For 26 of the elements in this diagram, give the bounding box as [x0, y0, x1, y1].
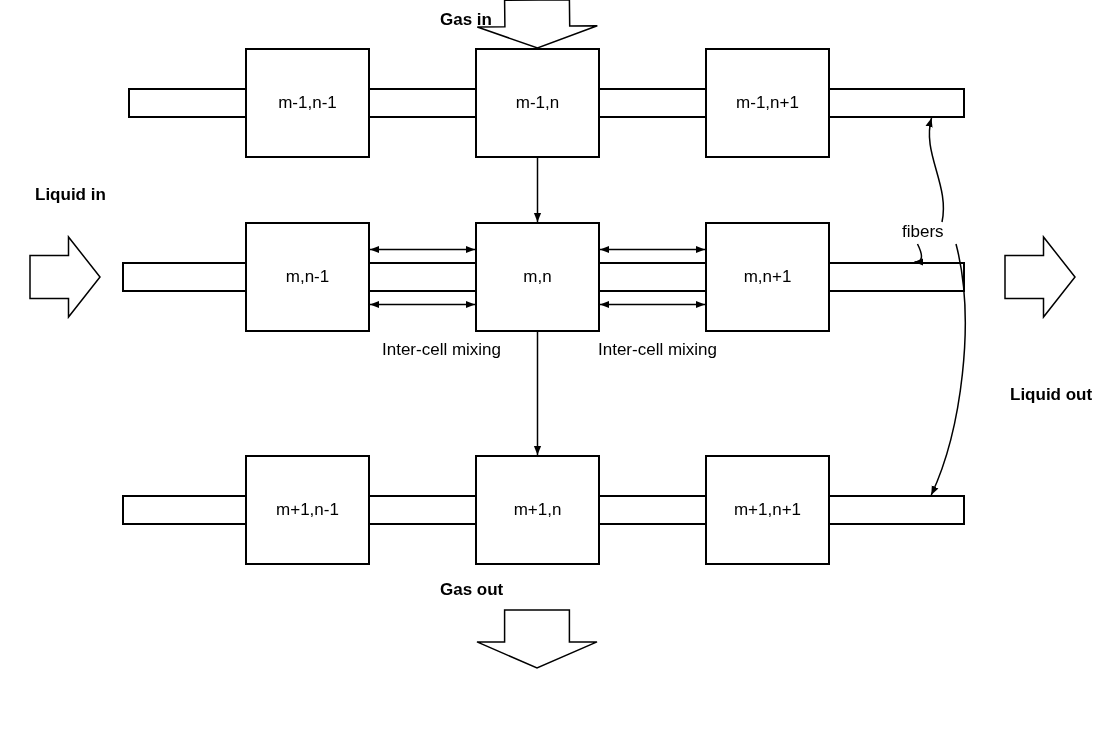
arrow [599, 245, 706, 254]
leader-line [926, 117, 945, 223]
flow-label: Gas out [440, 580, 504, 600]
mixing-label: Inter-cell mixing [382, 340, 502, 360]
cell-box: m,n-1 [245, 222, 370, 332]
cell-box: m-1,n [475, 48, 600, 158]
arrow [369, 245, 476, 254]
leader-line [913, 243, 924, 266]
arrow [369, 300, 476, 309]
flow-arrow [476, 0, 599, 49]
arrow [533, 157, 542, 223]
arrow [599, 300, 706, 309]
cell-box: m+1,n [475, 455, 600, 565]
cell-box: m,n [475, 222, 600, 332]
leader-line [930, 243, 966, 496]
cell-box: m+1,n-1 [245, 455, 370, 565]
cell-box: m-1,n-1 [245, 48, 370, 158]
arrow [533, 331, 542, 456]
cell-box: m-1,n+1 [705, 48, 830, 158]
mixing-label: Inter-cell mixing [598, 340, 718, 360]
callout-text: fibers [900, 222, 970, 244]
cell-box: m,n+1 [705, 222, 830, 332]
flow-label: Gas in [440, 10, 492, 30]
cell-box: m+1,n+1 [705, 455, 830, 565]
flow-label: Liquid in [35, 185, 106, 205]
flow-label: Liquid out [1010, 385, 1093, 405]
